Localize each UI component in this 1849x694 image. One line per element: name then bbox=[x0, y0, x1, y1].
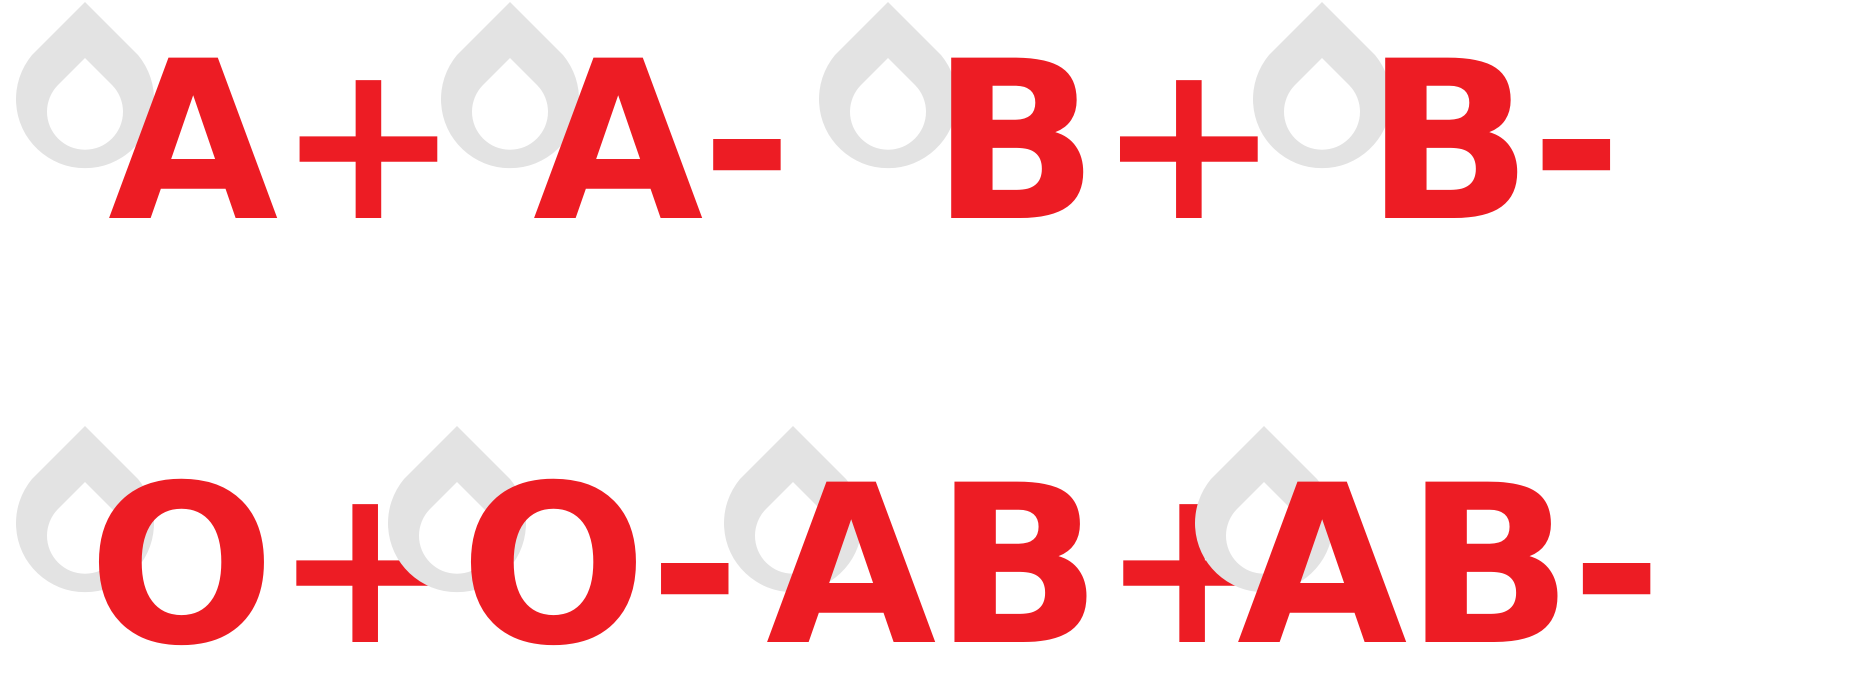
blood-drop-icon bbox=[380, 426, 580, 646]
blood-type-b-positive: B+ bbox=[811, 2, 1281, 262]
blood-type-label: B+ bbox=[931, 14, 1281, 270]
blood-drop-icon bbox=[8, 2, 208, 222]
blood-type-ab-positive: AB+ bbox=[716, 426, 1284, 686]
blood-type-ab-negative: AB- bbox=[1187, 426, 1662, 686]
blood-drop-icon bbox=[811, 2, 1011, 222]
blood-type-label: A- bbox=[533, 14, 793, 270]
blood-type-label: AB+ bbox=[766, 438, 1284, 694]
blood-type-label: AB- bbox=[1237, 438, 1662, 694]
blood-drop-icon bbox=[8, 426, 208, 646]
blood-drop-icon bbox=[1187, 426, 1387, 646]
blood-type-a-negative: A- bbox=[433, 2, 893, 262]
blood-drop-icon bbox=[433, 2, 633, 222]
blood-drop-icon bbox=[1245, 2, 1445, 222]
blood-type-o-negative: O- bbox=[380, 426, 840, 686]
blood-type-a-positive: A+ bbox=[8, 2, 468, 262]
blood-type-label: B- bbox=[1365, 14, 1622, 270]
blood-type-b-negative: B- bbox=[1245, 2, 1705, 262]
blood-drop-icon bbox=[716, 426, 916, 646]
blood-type-label: O- bbox=[460, 438, 740, 694]
blood-type-label: A+ bbox=[108, 14, 461, 270]
